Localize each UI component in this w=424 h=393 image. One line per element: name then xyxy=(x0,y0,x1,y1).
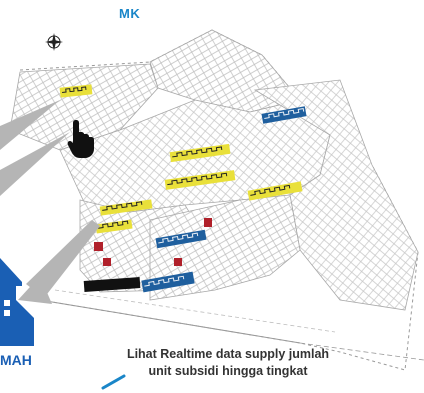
road-line xyxy=(54,289,336,333)
unit-group-blue-south[interactable] xyxy=(155,229,207,249)
unit-group-yellow-center-2[interactable] xyxy=(164,170,236,190)
brand-text: MAH xyxy=(0,352,32,368)
unit-group-blue-bottom[interactable] xyxy=(141,271,195,293)
caption-line-1: Lihat Realtime data supply jumlah xyxy=(126,347,330,361)
unit-red[interactable] xyxy=(103,258,111,266)
unit-group-blue-east[interactable] xyxy=(261,106,307,124)
caption-line-2: unit subsidi hingga tingkat xyxy=(148,364,308,378)
unit-group-yellow-top[interactable] xyxy=(59,84,93,98)
unit-red[interactable] xyxy=(204,218,212,227)
unit-group-yellow-center-1[interactable] xyxy=(169,143,231,163)
accent-swoosh xyxy=(101,374,126,390)
road-line xyxy=(39,299,301,344)
unit-group-yellow-east[interactable] xyxy=(247,181,303,201)
caption-text: Lihat Realtime data supply jumlah unit s… xyxy=(88,346,368,380)
unit-group-yellow-sw-1[interactable] xyxy=(99,199,153,216)
hand-pointer-icon xyxy=(67,120,94,158)
compass-icon xyxy=(45,33,63,51)
road-line xyxy=(299,342,424,361)
callout-arrow-bottom-head xyxy=(18,276,52,304)
unit-group-black[interactable] xyxy=(83,277,141,292)
unit-group-yellow-sw-2[interactable] xyxy=(95,219,133,234)
callout-arrow-top xyxy=(0,100,60,150)
unit-red[interactable] xyxy=(174,258,182,266)
callout-arrow-middle xyxy=(0,132,70,196)
mk-label: MK xyxy=(119,6,141,21)
unit-red[interactable] xyxy=(94,242,103,251)
callout-arrow-bottom xyxy=(26,220,100,298)
block-east xyxy=(253,79,419,311)
house-logo-icon xyxy=(0,258,34,346)
